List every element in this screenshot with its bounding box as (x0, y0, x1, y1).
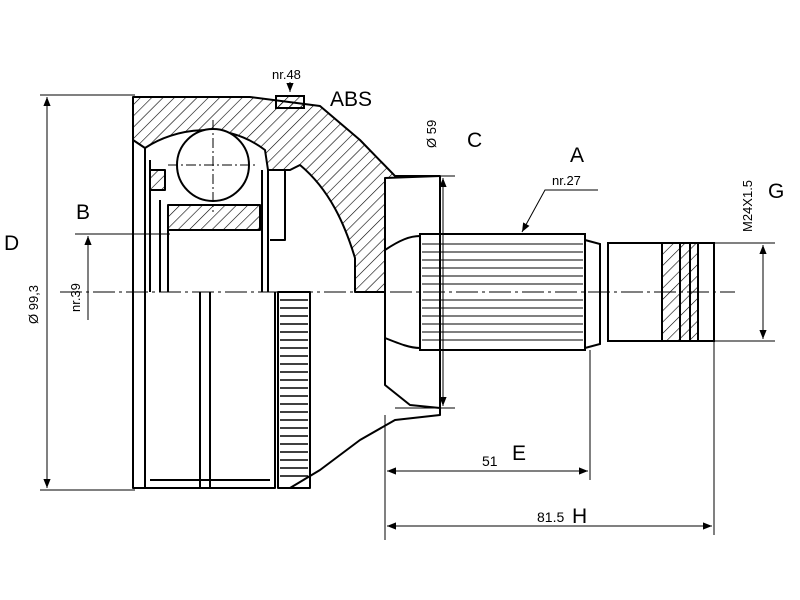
label-thread: M24X1.5 (740, 180, 755, 232)
leader-nr27 (521, 189, 598, 233)
housing-section-hatched (132, 96, 441, 293)
label-h: H (572, 505, 587, 528)
label-b: B (76, 201, 90, 224)
label-d: D (4, 232, 19, 255)
label-e: E (512, 442, 526, 465)
inner-race-hatched (167, 204, 261, 231)
label-c: C (467, 129, 482, 152)
label-nr48: nr.48 (272, 67, 301, 82)
inner-race-outline (144, 148, 269, 292)
label-dim815: 81.5 (537, 509, 564, 525)
label-nr27: nr.27 (552, 173, 581, 188)
spline-teeth (422, 243, 583, 341)
housing-lower-outline (132, 140, 276, 489)
retaining-clip (150, 169, 166, 191)
label-d993: Ø 99,3 (26, 285, 41, 324)
label-dim51: 51 (482, 453, 498, 469)
spline-section (419, 233, 586, 351)
label-d59: Ø 59 (424, 120, 439, 148)
abs-marker (275, 95, 305, 109)
housing-neck-lower (289, 292, 441, 489)
inner-hub-lines (144, 292, 270, 488)
abs-ring (277, 291, 311, 489)
abs-ring-teeth (280, 299, 308, 477)
label-abs: ABS (330, 88, 372, 111)
label-g: G (768, 180, 784, 203)
label-a: A (570, 144, 584, 167)
label-nr39: nr.39 (68, 283, 83, 312)
